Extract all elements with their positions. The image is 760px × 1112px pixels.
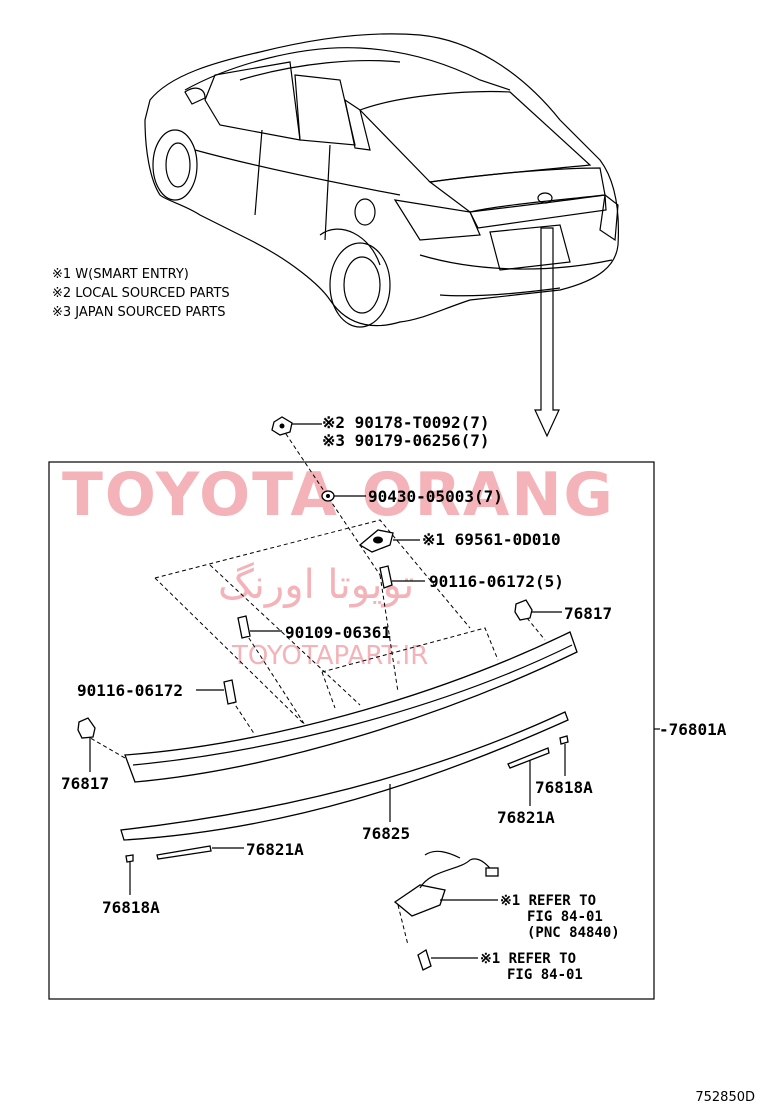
callout-clip-right: 76817	[564, 604, 612, 623]
callout-emblem-plate: ※1 69561-0D010	[422, 530, 561, 549]
note-local-parts: ※2 LOCAL SOURCED PARTS	[52, 286, 230, 301]
clip-left-part	[77, 717, 96, 739]
strip-left-part	[156, 845, 212, 860]
screw-mid-part	[237, 615, 251, 639]
callout-molding: 76825	[362, 824, 410, 843]
lamp-connector-part	[485, 867, 499, 877]
callout-screw-left: 90116-06172	[77, 681, 183, 700]
callout-ref2-line1: ※1 REFER TO	[480, 951, 576, 967]
callout-assembly: -76801A	[659, 720, 727, 739]
callout-end-cap-right: 76818A	[535, 778, 593, 797]
washer-hole	[326, 494, 330, 498]
callout-ref1-line1: ※1 REFER TO	[500, 893, 596, 909]
callout-nut-local: ※2 90178-T0092(7)	[322, 413, 490, 432]
callout-strip-right: 76821A	[497, 808, 555, 827]
callout-ref1-line3: (PNC 84840)	[527, 925, 620, 941]
callout-washer: 90430-05003(7)	[368, 487, 503, 506]
callout-ref1-line2: FIG 84-01	[527, 909, 603, 925]
emblem-plate-hole	[373, 536, 383, 544]
nut-hole	[279, 423, 285, 429]
parts	[77, 416, 578, 971]
callout-screw-mid: 90109-06361	[285, 623, 391, 642]
watermark-site: TOYOTAPART.IR	[231, 641, 428, 671]
lamp-screw-part	[417, 949, 432, 971]
end-cap-right-part	[559, 735, 569, 745]
callout-ref2-line2: FIG 84-01	[507, 967, 583, 983]
end-cap-left-part	[125, 854, 134, 863]
diagram-id: 752850D	[695, 1090, 755, 1105]
callout-end-cap-left: 76818A	[102, 898, 160, 917]
molding-part	[120, 711, 569, 841]
clip-right-part	[514, 599, 533, 621]
strip-right-part	[507, 747, 550, 769]
garnish-part	[124, 631, 578, 783]
assembly-frame	[48, 461, 655, 1000]
callout-clip-left: 76817	[61, 774, 109, 793]
license-lamp-part	[393, 884, 446, 917]
callout-strip-left: 76821A	[246, 840, 304, 859]
car-illustration	[144, 33, 619, 438]
screw-right-part	[379, 565, 393, 589]
assembly-guides	[84, 427, 546, 946]
watermark-brand: TOYOTA ORANG	[62, 460, 615, 530]
callout-nut-japan: ※3 90179-06256(7)	[322, 431, 490, 450]
callout-screw-right: 90116-06172(5)	[429, 572, 564, 591]
leader-lines	[89, 423, 660, 959]
note-smart-entry: ※1 W(SMART ENTRY)	[52, 267, 189, 282]
screw-left-part	[223, 679, 237, 705]
note-japan-parts: ※3 JAPAN SOURCED PARTS	[52, 305, 226, 320]
